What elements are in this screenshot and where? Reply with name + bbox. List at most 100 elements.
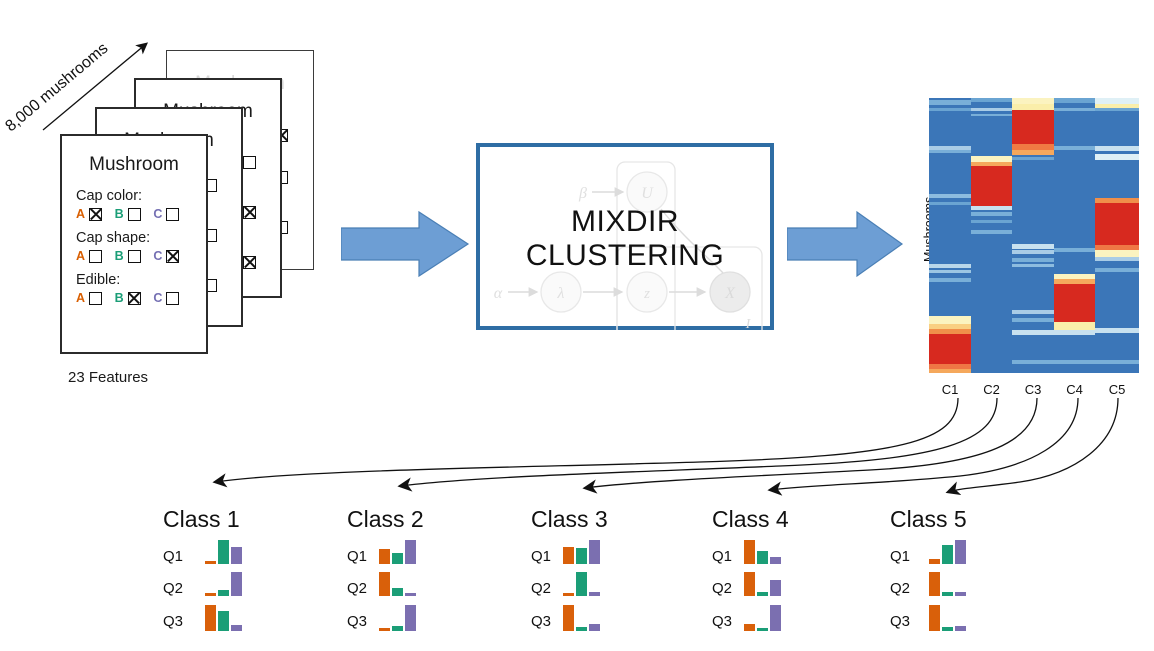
bar-series-c bbox=[955, 592, 966, 596]
svg-text:I: I bbox=[745, 317, 752, 330]
cluster-to-class-connectors bbox=[212, 397, 1119, 496]
heatmap-tick-c5: C5 bbox=[1108, 382, 1126, 397]
bar-series-a bbox=[929, 572, 940, 596]
option-label: A bbox=[76, 207, 86, 221]
heatmap-column-c3 bbox=[1012, 98, 1054, 373]
option-cap-shape-a[interactable]: A bbox=[76, 249, 115, 263]
question-barchart bbox=[744, 605, 783, 631]
bar-series-a bbox=[563, 605, 574, 631]
bar-series-c bbox=[231, 572, 242, 596]
svg-text:α: α bbox=[494, 285, 503, 302]
model-title-line-1: MIXDIR bbox=[571, 205, 679, 238]
option-cap-shape-c[interactable]: C bbox=[153, 249, 192, 263]
bar-series-b bbox=[392, 626, 403, 631]
option-cap-color-c[interactable]: C bbox=[153, 207, 192, 221]
option-label: B bbox=[114, 291, 124, 305]
option-edible-c[interactable]: C bbox=[153, 291, 192, 305]
checkbox-checked[interactable] bbox=[166, 249, 180, 263]
checkbox-unchecked[interactable] bbox=[89, 249, 103, 263]
checkbox-unchecked[interactable] bbox=[127, 249, 141, 263]
bar-series-c bbox=[405, 605, 416, 631]
bar-series-a bbox=[744, 540, 755, 564]
feature-group-cap-color: Cap color: A B C bbox=[76, 188, 192, 221]
question-label: Q2 bbox=[890, 580, 911, 597]
question-label: Q3 bbox=[347, 613, 368, 630]
question-label: Q3 bbox=[890, 613, 911, 630]
option-label: B bbox=[114, 249, 124, 263]
svg-text:β: β bbox=[578, 185, 587, 202]
question-barchart bbox=[205, 540, 244, 564]
bar-series-b bbox=[942, 627, 953, 631]
bar-series-c bbox=[955, 540, 966, 564]
bar-series-c bbox=[589, 592, 600, 596]
option-cap-color-a[interactable]: A bbox=[76, 207, 115, 221]
checkbox-unchecked[interactable] bbox=[243, 155, 257, 169]
bar-series-c bbox=[231, 547, 242, 564]
feature-group-edible: Edible: A B C bbox=[76, 272, 192, 305]
connector-c1 bbox=[212, 397, 959, 488]
question-label: Q1 bbox=[712, 548, 733, 565]
checkbox-checked[interactable] bbox=[243, 255, 257, 269]
option-label: A bbox=[76, 291, 86, 305]
svg-text:X: X bbox=[724, 285, 736, 302]
option-label: B bbox=[114, 207, 124, 221]
bar-series-c bbox=[405, 540, 416, 564]
question-barchart bbox=[563, 540, 602, 564]
bar-series-b bbox=[218, 540, 229, 564]
option-edible-a[interactable]: A bbox=[76, 291, 115, 305]
checkbox-checked[interactable] bbox=[89, 207, 103, 221]
bar-series-a bbox=[205, 605, 216, 631]
bar-series-a bbox=[929, 559, 940, 564]
graphical-model-background: U λ z X β α I bbox=[494, 161, 763, 330]
question-label: Q1 bbox=[347, 548, 368, 565]
option-edible-b[interactable]: B bbox=[115, 291, 154, 305]
question-barchart bbox=[744, 572, 783, 596]
class-title: Class 4 bbox=[712, 506, 789, 532]
bar-series-b bbox=[576, 548, 587, 564]
option-label: C bbox=[153, 291, 163, 305]
option-label: C bbox=[153, 249, 163, 263]
question-barchart bbox=[379, 605, 418, 631]
connector-c4 bbox=[767, 397, 1079, 496]
class-title: Class 1 bbox=[163, 506, 240, 532]
question-barchart bbox=[205, 572, 244, 596]
question-label: Q1 bbox=[163, 548, 184, 565]
model-title-line-2: CLUSTERING bbox=[525, 238, 725, 272]
bar-series-a bbox=[563, 593, 574, 596]
checkbox-checked[interactable] bbox=[243, 205, 257, 219]
bar-series-c bbox=[955, 626, 966, 631]
bar-series-a bbox=[563, 547, 574, 564]
option-cap-shape-b[interactable]: B bbox=[115, 249, 154, 263]
checkbox-unchecked[interactable] bbox=[166, 207, 180, 221]
bar-series-c bbox=[589, 624, 600, 631]
bar-series-a bbox=[929, 605, 940, 631]
question-label: Q2 bbox=[163, 580, 184, 597]
question-label: Q1 bbox=[531, 548, 552, 565]
bar-series-b bbox=[392, 588, 403, 596]
option-cap-color-b[interactable]: B bbox=[115, 207, 154, 221]
checkbox-unchecked[interactable] bbox=[166, 291, 180, 305]
checkbox-unchecked[interactable] bbox=[127, 207, 141, 221]
connector-c2 bbox=[397, 397, 998, 492]
flow-arrow-1-icon bbox=[341, 210, 470, 278]
question-label: Q3 bbox=[163, 613, 184, 630]
svg-text:z: z bbox=[643, 286, 650, 302]
bar-series-b bbox=[392, 553, 403, 564]
bar-series-c bbox=[589, 540, 600, 564]
feature-group-cap-shape: Cap shape: A B C bbox=[76, 230, 192, 263]
bar-series-a bbox=[744, 572, 755, 596]
connector-c3 bbox=[582, 397, 1038, 494]
heatmap-tick-c2: C2 bbox=[983, 382, 1000, 397]
heatmap-column-c4 bbox=[1054, 98, 1095, 373]
bar-series-b bbox=[757, 592, 768, 596]
checkbox-unchecked[interactable] bbox=[89, 291, 103, 305]
question-barchart bbox=[205, 605, 244, 631]
heatmap-plot bbox=[929, 98, 1139, 373]
card-title: Mushroom bbox=[89, 154, 179, 175]
model-title: MIXDIR CLUSTERING bbox=[480, 205, 770, 272]
bar-series-b bbox=[757, 628, 768, 631]
bar-series-a bbox=[205, 561, 216, 564]
checkbox-checked[interactable] bbox=[127, 291, 141, 305]
question-barchart bbox=[929, 540, 968, 564]
